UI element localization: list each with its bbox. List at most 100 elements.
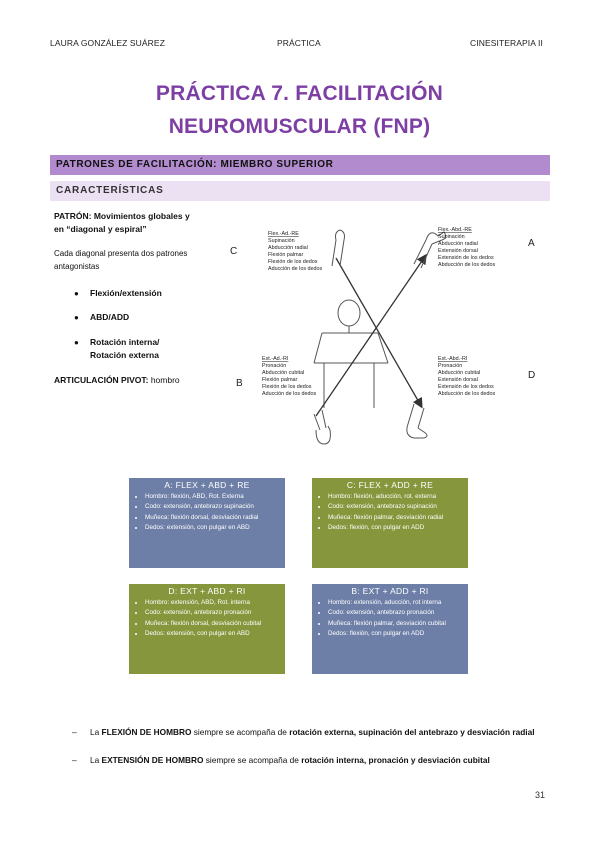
diagonal-c-to-d <box>335 257 423 409</box>
b-label-4: Flexión de los dedos <box>262 384 312 390</box>
pattern-box-d-item: Hombro: extensión, ABD, Rot. interna <box>145 599 279 608</box>
d-label-5: Abducción de los dedos <box>438 391 496 397</box>
header-course: CINESITERAPIA II <box>470 38 543 48</box>
d-label-1: Pronación <box>438 363 462 369</box>
note-extension-mid: siempre se acompaña de <box>203 755 302 765</box>
note-flexion-pre: La <box>90 727 102 737</box>
pattern-box-d: D: EXT + ABD + RI Hombro: extensión, ABD… <box>129 584 285 674</box>
a-label-3: Extensión dorsal <box>438 248 478 254</box>
b-label-2: Abducción cubital <box>262 370 304 376</box>
pattern-box-a: A: FLEX + ABD + RE Hombro: flexión, ABD,… <box>129 478 285 568</box>
pattern-box-b-title: B: EXT + ADD + RI <box>351 586 429 596</box>
a-label-5: Abducción de los dedos <box>438 262 496 268</box>
letter-d: D <box>528 370 535 381</box>
pattern-box-c-title: C: FLEX + ADD + RE <box>346 480 434 490</box>
c-label-0: Flex.-Ad.-RE <box>268 231 299 237</box>
pattern-box-c-item: Codo: extensión, antebrazo supinación <box>328 503 462 512</box>
hand-d <box>406 423 428 439</box>
c-label-4: Flexión de los dedos <box>268 259 318 265</box>
header-section: PRÁCTICA <box>277 38 321 48</box>
b-label-3: Flexión palmar <box>262 377 298 383</box>
pattern-box-b-item: Muñeca: flexión palmar, desviación cubit… <box>328 620 462 629</box>
note-extension-bold: EXTENSIÓN DE HOMBRO <box>101 755 204 765</box>
a-label-4: Extensión de los dedos <box>438 255 494 261</box>
patron-text2: en “diagonal y espiral” <box>54 224 147 234</box>
pivot-label: ARTICULACIÓN PIVOT: <box>54 375 149 385</box>
note-flexion-rest: rotación externa, supinación del antebra… <box>289 727 535 737</box>
bullet-icon: ● <box>74 338 79 347</box>
pattern-box-a-item: Muñeca: flexión dorsal, desviación radia… <box>145 514 279 523</box>
c-label-3: Flexión palmar <box>268 252 304 258</box>
b-label-1: Pronación <box>262 363 286 369</box>
note-flexion-bold: FLEXIÓN DE HOMBRO <box>101 727 192 737</box>
pattern-box-a-item: Hombro: flexión, ABD, Rot. Externa <box>145 493 279 502</box>
d-label-3: Extensión dorsal <box>438 377 478 383</box>
pattern-box-c: C: FLEX + ADD + RE Hombro: flexión, aduc… <box>312 478 468 568</box>
note-extension: La EXTENSIÓN DE HOMBRO siempre se acompa… <box>90 754 550 767</box>
pattern-box-a-title: A: FLEX + ABD + RE <box>164 480 250 490</box>
arm-d <box>407 403 425 429</box>
bullet-item-2: ABD/ADD <box>90 312 130 322</box>
c-label-2: Abducción radial <box>268 245 308 251</box>
c-label-1: Supinación <box>268 238 295 244</box>
figure-right-side <box>377 332 389 364</box>
section-bar-text: PATRONES DE FACILITACIÓN: MIEMBRO SUPERI… <box>56 159 334 170</box>
pivot-value: hombro <box>148 375 180 385</box>
arm-c <box>331 239 345 267</box>
a-label-0: Flex.-Abd.-RE <box>438 227 472 233</box>
patron-line: PATRÓN: Movimientos globales y <box>54 210 190 222</box>
letter-c: C <box>230 246 237 257</box>
figure-left-side <box>313 332 323 364</box>
pattern-box-b-item: Hombro: extensión, aducción, rot interna <box>328 599 462 608</box>
hand-c <box>335 229 345 241</box>
bullet-item-3b: Rotación externa <box>90 350 159 360</box>
pattern-box-b: B: EXT + ADD + RI Hombro: extensión, adu… <box>312 584 468 674</box>
diagonal-text1: Cada diagonal presenta dos patrones <box>54 249 188 258</box>
note-flexion: La FLEXIÓN DE HOMBRO siempre se acompaña… <box>90 726 550 739</box>
diagonal-text2: antagonistas <box>54 262 100 271</box>
page-title-line2: NEUROMUSCULAR (FNP) <box>168 115 431 138</box>
pattern-box-b-item: Codo: extensión, antebrazo pronación <box>328 609 462 618</box>
dash-bullet: – <box>72 727 77 737</box>
bullet-item-1: Flexión/extensión <box>90 288 162 298</box>
pattern-box-a-item: Dedos: extensión, con pulgar en ABD <box>145 524 279 533</box>
pattern-box-d-item: Muñeca: flexión dorsal, desviación cubit… <box>145 620 279 629</box>
pattern-box-c-item: Hombro: flexión, aducción, rot. externa <box>328 493 462 502</box>
page-title-line1: PRÁCTICA 7. FACILITACIÓN <box>155 82 444 105</box>
note-flexion-mid: siempre se acompaña de <box>191 727 290 737</box>
pattern-box-d-title: D: EXT + ABD + RI <box>168 586 246 596</box>
dash-bullet: – <box>72 755 77 765</box>
a-label-1: Supinación <box>438 234 465 240</box>
patron-text: Movimientos globales y <box>91 211 190 221</box>
bullet-item-3: Rotación interna/ <box>90 337 160 347</box>
diagonal-patterns-diagram: C A B D Flex.-Ad.-RE Supinación Abducció… <box>230 227 535 445</box>
subsection-bar: CARACTERÍSTICAS <box>50 181 550 201</box>
arm-a <box>413 239 433 269</box>
figure-head <box>337 299 361 327</box>
hand-b <box>315 425 331 445</box>
patron-label: PATRÓN: <box>54 211 92 221</box>
c-label-5: Aducción de los dedos <box>268 266 323 272</box>
d-label-2: Abducción cubital <box>438 370 480 376</box>
pattern-box-c-item: Muñeca: flexión palmar, desviación radia… <box>328 514 462 523</box>
pivot-line: ARTICULACIÓN PIVOT: hombro <box>54 374 180 386</box>
bullet-icon: ● <box>74 289 79 298</box>
page-number: 31 <box>535 790 546 800</box>
arm-b <box>313 409 327 431</box>
subsection-bar-text: CARACTERÍSTICAS <box>56 185 164 196</box>
d-label-0: Ext.-Abd.-RI <box>438 356 467 362</box>
pattern-box-a-item: Codo: extensión, antebrazo supinación <box>145 503 279 512</box>
pattern-box-d-item: Dedos: extensión, con pulgar en ABD <box>145 630 279 639</box>
b-label-0: Ext.-Ad.-RI <box>262 356 288 362</box>
letter-b: B <box>236 378 243 389</box>
diagonal-b-to-a <box>315 253 427 417</box>
bullet-icon: ● <box>74 313 79 322</box>
note-extension-pre: La <box>90 755 102 765</box>
b-label-5: Aducción de los dedos <box>262 391 317 397</box>
d-label-4: Extensión de los dedos <box>438 384 494 390</box>
pattern-box-d-item: Codo: extensión, antebrazo pronación <box>145 609 279 618</box>
hand-a <box>425 231 447 245</box>
section-bar: PATRONES DE FACILITACIÓN: MIEMBRO SUPERI… <box>50 155 550 175</box>
note-extension-rest: rotación interna, pronación y desviación… <box>301 755 490 765</box>
letter-a: A <box>528 238 535 249</box>
